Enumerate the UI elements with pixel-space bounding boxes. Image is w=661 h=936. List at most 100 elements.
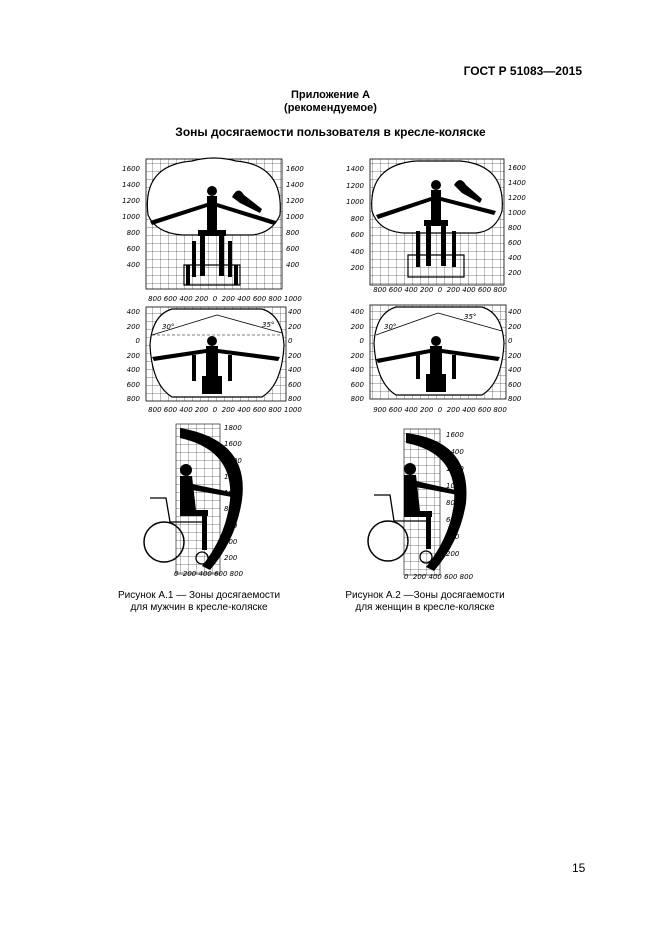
men-front-bottom-axis: 800 600 400 200 0 200 400 600 800 1000 (148, 295, 302, 303)
tick-label: 400 (350, 247, 364, 256)
women-front-left-axis: 1400 1200 1000 800 600 400 200 (340, 161, 364, 277)
tick-label: 600 (446, 516, 460, 524)
tick-label: 200 (126, 351, 140, 360)
tick-label: 1000 (286, 213, 304, 221)
section-title: Зоны досягаемости пользователя в кресле-… (175, 125, 486, 139)
caption-line: для мужчин в кресле-коляске (130, 602, 268, 613)
tick-label: 200 (288, 322, 302, 331)
tick-label: 0 (135, 337, 140, 345)
tick-label: 200 (350, 351, 364, 360)
tick-label: 1600 (446, 431, 464, 439)
men-top-left-axis: 400 200 0 200 400 600 800 (112, 305, 140, 407)
men-front-right-axis: 1600 1400 1200 1000 800 600 400 (286, 161, 310, 273)
tick-label: 200 (508, 351, 522, 360)
women-top-left-axis: 400 200 0 200 400 600 800 (340, 305, 364, 407)
tick-label: 400 (350, 308, 364, 316)
tick-label: 400 (126, 261, 140, 269)
caption-line: для женщин в кресле-коляске (355, 602, 495, 613)
tick-label: 400 (286, 261, 300, 269)
tick-label: 1200 (286, 197, 304, 205)
tick-label: 800 (446, 499, 460, 507)
tick-label: 600 (126, 380, 140, 389)
tick-label: 1200 (224, 472, 242, 481)
angle-label-right: 35° (262, 321, 274, 329)
tick-label: 800 (350, 395, 364, 403)
document-standard-number: ГОСТ Р 51083—2015 (463, 64, 582, 78)
tick-label: 200 (224, 554, 238, 563)
women-top-view-figure: 30° 35° 400 200 0 200 400 600 800 400 20… (340, 303, 532, 414)
men-top-view-figure: 30° 35° 400 200 0 200 400 600 800 400 20… (112, 305, 302, 414)
women-side-right-axis: 1600 1400 1200 1000 800 600 400 200 (446, 427, 474, 563)
tick-label: 600 (350, 380, 364, 389)
men-side-view-figure: 1800 1600 1400 1200 1000 800 600 400 200… (140, 420, 280, 584)
tick-label: 0 (288, 337, 293, 345)
women-top-view-drawing: 30° 35° (369, 304, 507, 400)
tick-label: 200 (508, 322, 522, 331)
tick-label: 200 (288, 351, 302, 360)
women-front-view-figure: 1400 1200 1000 800 600 400 200 1600 1400… (340, 155, 530, 299)
tick-label: 1200 (446, 465, 464, 473)
men-top-bottom-axis: 800 600 400 200 0 200 400 600 800 1000 (148, 406, 302, 414)
tick-label: 800 (126, 229, 140, 237)
tick-label: 0 (508, 337, 513, 345)
tick-label: 600 (508, 380, 522, 389)
tick-label: 600 (286, 245, 300, 253)
tick-label: 1000 (446, 482, 464, 490)
tick-label: 200 (508, 269, 522, 277)
tick-label: 1400 (286, 181, 304, 189)
tick-label: 1000 (346, 198, 364, 206)
tick-label: 1200 (508, 194, 526, 202)
tick-label: 1600 (122, 165, 140, 173)
tick-label: 400 (446, 533, 460, 541)
tick-label: 400 (288, 308, 302, 316)
tick-label: 600 (224, 521, 238, 530)
tick-label: 1400 (122, 181, 140, 189)
women-front-view-drawing (369, 158, 505, 286)
tick-label: 1600 (286, 165, 304, 173)
tick-label: 1400 (346, 165, 364, 173)
tick-label: 200 (126, 322, 140, 331)
tick-label: 400 (224, 538, 238, 547)
tick-label: 0 (359, 337, 364, 345)
tick-label: 1400 (446, 448, 464, 456)
tick-label: 400 (508, 308, 522, 316)
tick-label: 400 (126, 366, 140, 374)
tick-label: 600 (350, 231, 364, 239)
caption-line: Рисунок А.2 —Зоны досягаемости (345, 590, 505, 601)
tick-label: 1000 (508, 209, 526, 217)
tick-label: 200 (350, 264, 364, 272)
tick-label: 1200 (346, 181, 364, 190)
caption-line: Рисунок А.1 — Зоны досягаемости (117, 590, 281, 601)
men-front-view-drawing (145, 157, 283, 290)
tick-label: 200 (446, 550, 460, 558)
tick-label: 600 (508, 239, 522, 247)
tick-label: 800 (508, 395, 522, 403)
tick-label: 1200 (122, 197, 140, 205)
tick-label: 1600 (224, 440, 242, 449)
tick-label: 800 (224, 505, 238, 514)
tick-label: 1400 (224, 456, 242, 465)
tick-label: 200 (350, 322, 364, 331)
men-top-view-drawing: 30° 35° (145, 306, 287, 402)
tick-label: 400 (350, 366, 364, 374)
tick-label: 1000 (224, 489, 242, 498)
women-side-view-drawing (367, 428, 467, 576)
women-front-right-axis: 1600 1400 1200 1000 800 600 400 200 (508, 161, 532, 281)
figure-a2-caption: Рисунок А.2 —Зоны досягаемости для женщи… (330, 590, 520, 614)
men-top-right-axis: 400 200 0 200 400 600 800 (288, 305, 312, 407)
tick-label: 800 (350, 214, 364, 223)
tick-label: 1800 (224, 424, 242, 432)
tick-label: 800 (508, 224, 522, 232)
tick-label: 800 (126, 395, 140, 403)
women-top-right-axis: 400 200 0 200 400 600 800 (508, 305, 532, 407)
men-side-bottom-axis: 0 200 400 600 800 (174, 570, 244, 578)
angle-label-left: 30° (384, 323, 396, 331)
figure-a1-caption: Рисунок А.1 — Зоны досягаемости для мужч… (104, 590, 294, 614)
tick-label: 1000 (122, 213, 140, 221)
women-side-view-figure: 1600 1400 1200 1000 800 600 400 200 0 20… (362, 425, 502, 589)
tick-label: 400 (288, 366, 302, 374)
appendix-title: Приложение А (290, 89, 371, 101)
women-top-bottom-axis: 900 600 400 200 0 200 400 600 800 (373, 406, 507, 414)
women-side-bottom-axis: 0 200 400 600 800 (404, 573, 474, 581)
tick-label: 600 (288, 380, 302, 389)
